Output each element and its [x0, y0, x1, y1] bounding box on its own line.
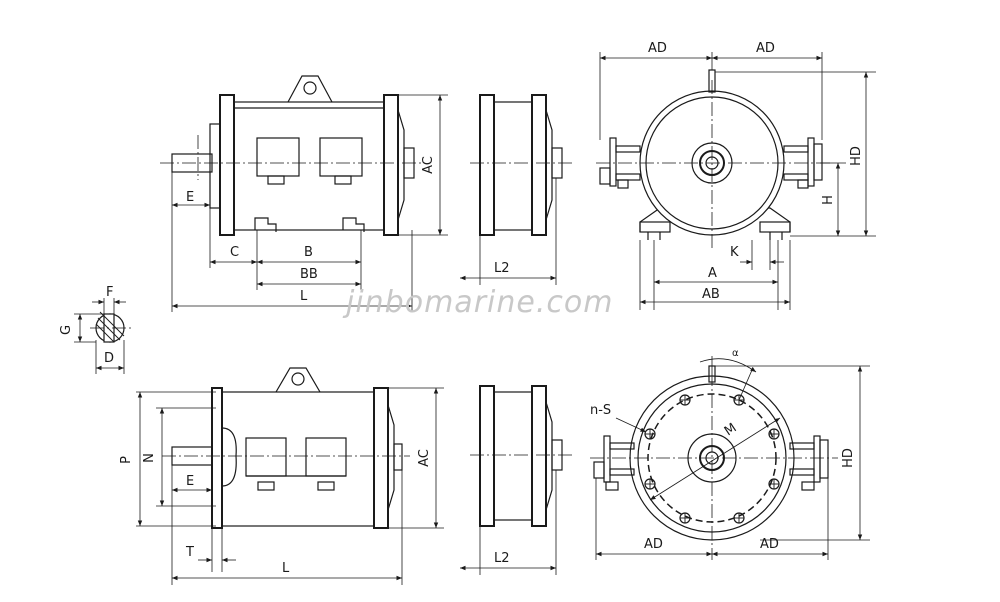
label-b: B: [304, 245, 313, 260]
label-d: D: [104, 351, 114, 366]
label-alpha: α: [732, 348, 739, 359]
bottom-l2-side-view: [460, 385, 575, 575]
label-bb: BB: [300, 267, 318, 282]
label-l-bottom: L: [282, 561, 290, 576]
label-p: P: [119, 456, 134, 464]
label-t: T: [185, 545, 194, 560]
label-k: K: [730, 245, 739, 260]
label-l2-bottom: L2: [494, 551, 510, 566]
top-l2-side-view: [460, 94, 575, 285]
label-ad-top-left: AD: [648, 41, 667, 56]
label-ac-bottom: AC: [417, 449, 432, 467]
label-n-s: n-S: [590, 403, 611, 418]
flange-end-view: [590, 356, 870, 560]
shaft-key-detail: [74, 298, 132, 374]
label-l2-top: L2: [494, 261, 510, 276]
label-c: C: [230, 245, 239, 260]
label-a: A: [708, 266, 717, 281]
label-e-top: E: [186, 190, 194, 205]
label-n: N: [142, 453, 157, 463]
label-hd-top: HD: [849, 146, 864, 166]
watermark: jinbomarine.com: [342, 285, 613, 320]
label-e-bottom: E: [186, 474, 194, 489]
label-ac-top: AC: [421, 156, 436, 174]
label-hd-bottom: HD: [841, 448, 856, 468]
label-ad-bottom-right: AD: [760, 537, 779, 552]
dimension-labels: AC E C B BB L L2 AD AD HD H K A AB F G D…: [59, 41, 864, 576]
label-l-top: L: [300, 289, 308, 304]
label-g: G: [59, 325, 74, 335]
label-ad-bottom-left: AD: [644, 537, 663, 552]
foot-mounted-end-view: [596, 52, 876, 310]
label-f: F: [106, 285, 113, 300]
label-h: H: [821, 195, 836, 205]
flange-mounted-side-view: [136, 367, 444, 585]
foot-mounted-side-view: [160, 75, 448, 312]
label-ad-top-right: AD: [756, 41, 775, 56]
label-ab: AB: [702, 287, 720, 302]
